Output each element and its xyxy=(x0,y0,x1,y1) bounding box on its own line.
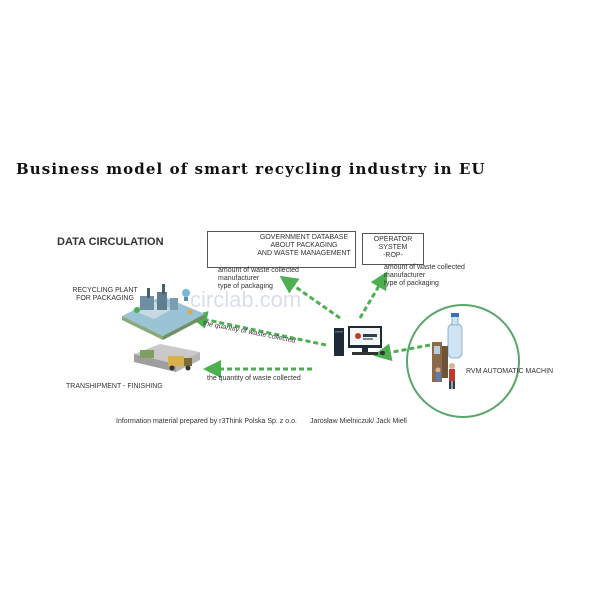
government-database-line3: AND WASTE MANAGEMENT xyxy=(257,250,351,257)
government-info-item: amount of waste collected xyxy=(218,267,299,274)
rvm-machine-icon xyxy=(432,342,448,382)
government-info-item: type of packaging xyxy=(218,283,273,290)
truck-icon xyxy=(134,344,200,372)
government-info-item: manufacturer xyxy=(218,275,260,282)
operator-info-list: amount of waste collected manufacturer t… xyxy=(384,264,465,288)
transhipment-label: TRANSHIPMENT - FINISHING xyxy=(66,383,163,390)
recycling-plant-label: RECYCLING PLANT FOR PACKAGING xyxy=(60,287,150,303)
person-icon xyxy=(435,363,455,389)
rvm-label: RVM AUTOMATIC MACHIN xyxy=(466,368,554,375)
government-database-line1: GOVERNMENT DATABASE xyxy=(259,234,349,241)
government-database-line2: ABOUT PACKAGING xyxy=(270,242,338,249)
quantity-label-transhipment: the quantity of waste collected xyxy=(207,375,301,382)
arrow-rvm-to-computer xyxy=(373,343,431,362)
operator-info-item: amount of waste collected xyxy=(384,264,465,271)
recycling-plant-line1: RECYCLING PLANT xyxy=(72,287,138,294)
credit-authors: Jarosław Mielniczuk/ Jack Miell xyxy=(310,418,407,425)
computer-icon xyxy=(334,326,385,356)
arrow-computer-to-gov xyxy=(279,275,341,320)
arrow-computer-to-operator xyxy=(358,271,388,319)
bottle-icon xyxy=(447,313,463,359)
operator-system-box: OPERATOR SYSTEM -ROP- xyxy=(362,233,424,265)
operator-info-item: type of packaging xyxy=(384,280,439,287)
operator-line3: -ROP- xyxy=(383,252,403,259)
factory-icon xyxy=(122,284,205,340)
arrow-computer-to-plant xyxy=(189,311,327,347)
operator-info-item: manufacturer xyxy=(384,272,426,279)
operator-line1: OPERATOR xyxy=(373,236,413,243)
recycling-plant-line2: FOR PACKAGING xyxy=(76,295,134,302)
page-title: Business model of smart recycling indust… xyxy=(16,160,486,178)
government-database-box xyxy=(207,231,356,268)
rvm-circle xyxy=(406,304,520,418)
credit-prepared-by: Information material prepared by r3Think… xyxy=(116,418,297,425)
diagram-heading: DATA CIRCULATION xyxy=(57,236,164,248)
operator-line2: SYSTEM xyxy=(378,244,408,251)
government-database-label: GOVERNMENT DATABASE ABOUT PACKAGING AND … xyxy=(254,234,354,258)
watermark: circlab.com xyxy=(190,287,302,312)
government-info-list: amount of waste collected manufacturer t… xyxy=(218,267,299,291)
